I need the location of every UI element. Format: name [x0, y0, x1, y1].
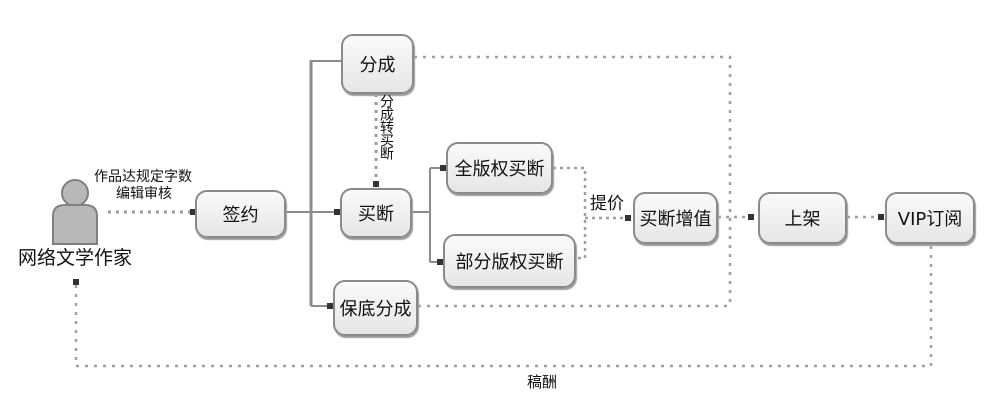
- person-icon: [52, 179, 98, 245]
- edge-payment-return: [73, 246, 933, 368]
- node-shelve[interactable]: 上架: [758, 192, 847, 244]
- node-buyout[interactable]: 买断: [340, 188, 412, 238]
- node-buyout-value-add[interactable]: 买断增值: [633, 192, 718, 244]
- edge-label-submit-2: 编辑审核: [116, 186, 172, 202]
- node-vip[interactable]: VIP订阅: [885, 192, 975, 244]
- edge-share-to-right: [414, 55, 732, 305]
- node-guaranteed-share[interactable]: 保底分成: [333, 280, 418, 336]
- edge-label-convert: 分成转买断: [378, 94, 394, 159]
- edge-label-payment: 稿酬: [527, 373, 558, 391]
- node-full-buyout[interactable]: 全版权买断: [446, 142, 553, 194]
- author-label: 网络文学作家: [18, 247, 133, 269]
- edge-label-raise-price: 提价: [590, 194, 624, 214]
- edge-label-submit-1: 作品达规定字数: [94, 169, 192, 185]
- node-sign[interactable]: 签约: [195, 190, 286, 238]
- node-partial-buyout[interactable]: 部分版权买断: [443, 234, 576, 288]
- node-share[interactable]: 分成: [341, 34, 414, 94]
- edge-full-to-value-add: [553, 166, 587, 260]
- edge-buyout-branch: [412, 168, 431, 262]
